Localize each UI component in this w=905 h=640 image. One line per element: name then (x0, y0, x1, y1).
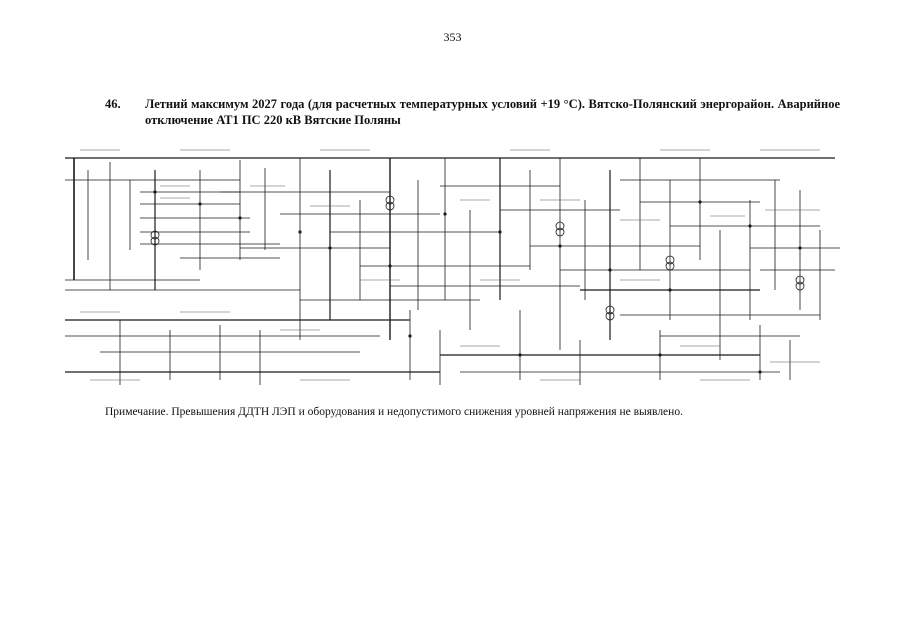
section-heading: 46. Летний максимум 2027 года (для расче… (105, 96, 840, 128)
note-text: Примечание. Превышения ДДТН ЛЭП и оборуд… (105, 406, 683, 418)
schematic-drawing (65, 149, 840, 385)
page-number: 353 (443, 30, 462, 44)
section-number: 46. (105, 97, 121, 111)
section-title: Летний максимум 2027 года (для расчетных… (145, 97, 840, 127)
network-schematic (60, 140, 840, 390)
